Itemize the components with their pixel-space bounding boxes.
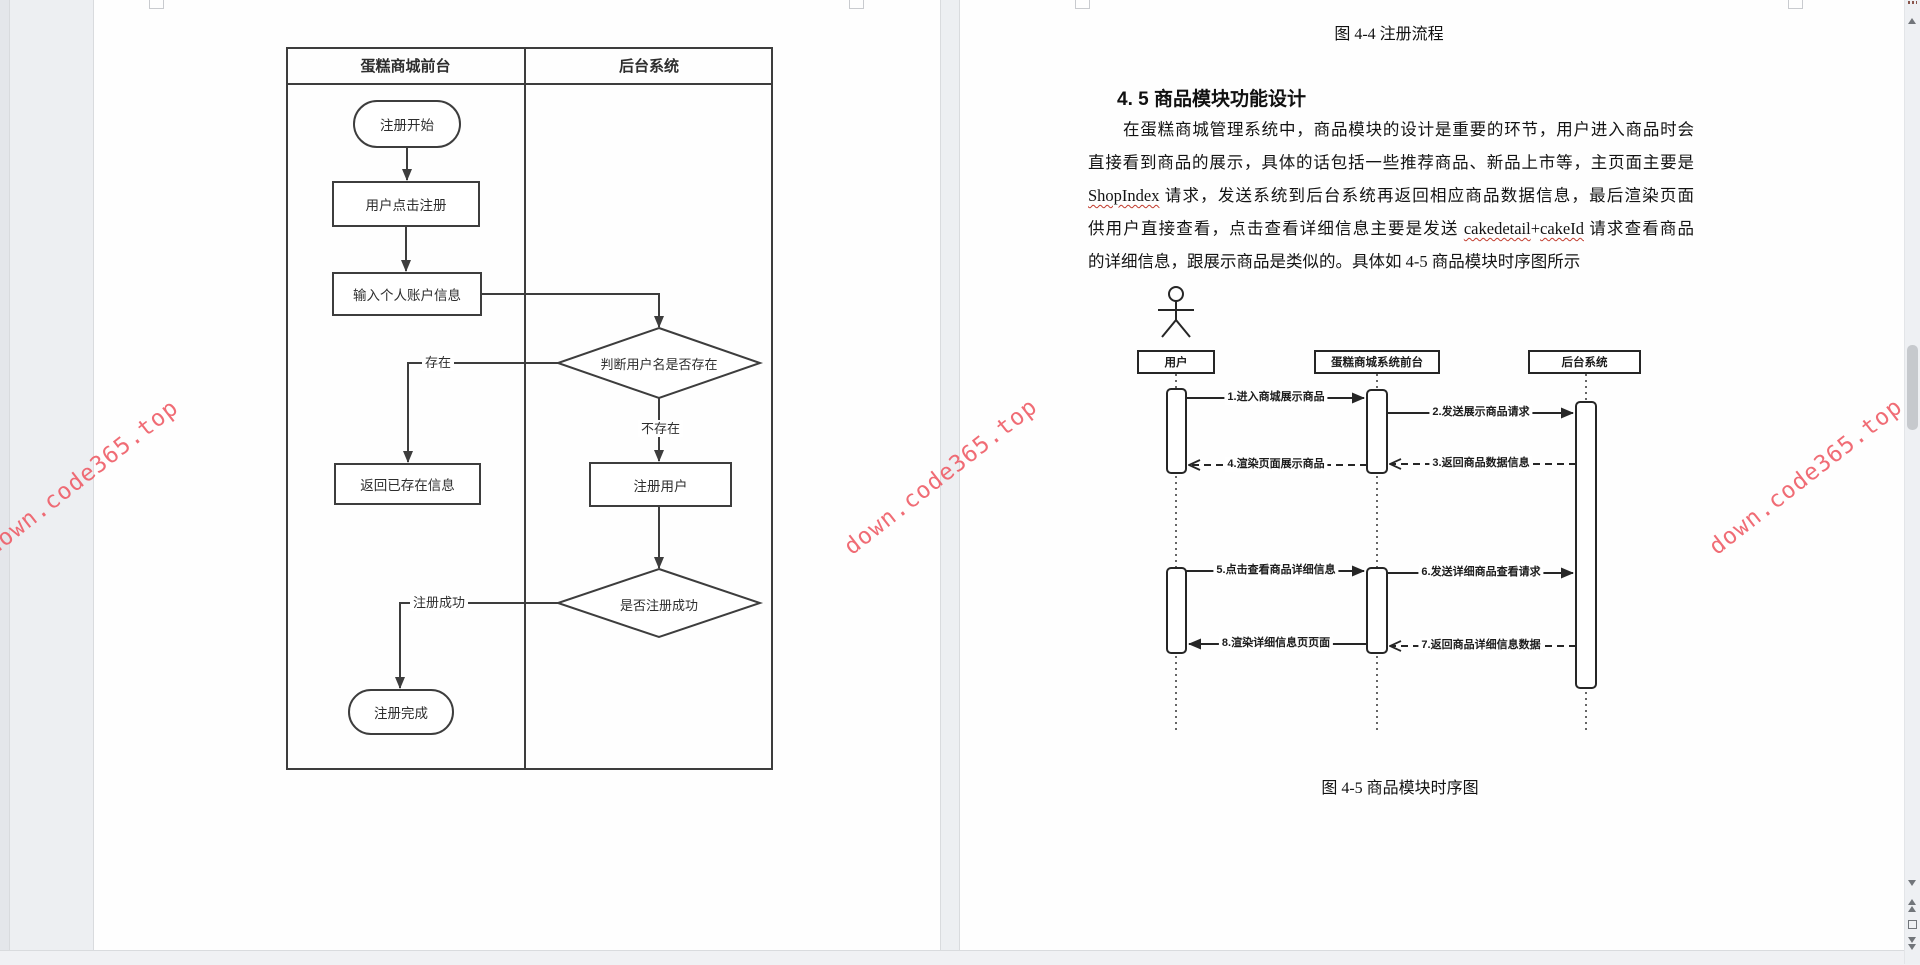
figure-4-5-caption: 图 4-5 商品模块时序图 (1321, 780, 1479, 797)
seq-message-7: 7.返回商品详细信息数据 (1418, 638, 1544, 653)
document-page-2: 图 4-4 注册流程 4. 5 商品模块功能设计 在蛋糕商城管理系统中，商品模块… (959, 0, 1907, 950)
lane-header-frontend: 蛋糕商城前台 (360, 58, 451, 75)
paragraph-line: 供用户直接查看，点击查看详细信息主要是发送 cakedetail+cakeId … (1088, 219, 1694, 238)
flow-decision-username-label: 判断用户名是否存在 (600, 357, 718, 372)
flow-node-return-exists: 返回已存在信息 (334, 463, 481, 505)
margin-corner-mark (849, 0, 864, 9)
figure-4-4-caption: 图 4-4 注册流程 (1334, 26, 1444, 43)
scroll-up-arrow-icon[interactable] (1908, 18, 1916, 24)
select-browse-object-icon[interactable] (1908, 920, 1917, 929)
spellcheck-word: cakeId (1540, 219, 1584, 238)
seq-message-5: 5.点击查看商品详细信息 (1213, 563, 1339, 578)
sequence-diagram-graphics (1158, 286, 1597, 730)
scrollbar-thumb[interactable] (1907, 345, 1918, 430)
margin-corner-mark (1075, 0, 1090, 9)
next-page-icon[interactable] (1908, 944, 1916, 950)
actor-frontend: 蛋糕商城系统前台 (1314, 350, 1440, 374)
activation-bar (1366, 389, 1388, 474)
paragraph-line: 直接看到商品的展示，具体的话包括一些推荐商品、新品上市等，主页面主要是 (1088, 153, 1694, 172)
actor-backend: 后台系统 (1528, 350, 1641, 374)
margin-corner-mark (1788, 0, 1803, 9)
body-paragraph: 在蛋糕商城管理系统中，商品模块的设计是重要的环节，用户进入商品时会 直接看到商品… (1088, 113, 1694, 278)
paragraph-line: ShopIndex 请求，发送系统到后台系统再返回相应商品数据信息，最后渲染页面 (1088, 186, 1694, 205)
flow-decision-success-label: 是否注册成功 (619, 598, 699, 613)
activation-bar (1166, 567, 1187, 654)
seq-message-3: 3.返回商品数据信息 (1429, 456, 1533, 471)
spellcheck-word: cakedetail (1463, 219, 1531, 238)
seq-message-1: 1.进入商城展示商品 (1224, 390, 1328, 405)
seq-message-2: 2.发送展示商品请求 (1429, 405, 1533, 420)
vertical-scrollbar[interactable] (1904, 0, 1920, 964)
document-page-1: 蛋糕商城前台 后台系统 注册开始 用户点击注册 输入个人账户信息 判断用户名是否… (93, 0, 941, 950)
paragraph-line: 的详细信息，跟展示商品是类似的。具体如 4-5 商品模块时序图所示 (1088, 252, 1581, 271)
stick-figure-icon (1158, 286, 1194, 338)
previous-page-icon[interactable] (1908, 906, 1916, 912)
flow-branch-not-exists-label: 不存在 (638, 420, 684, 437)
registration-flowchart: 蛋糕商城前台 后台系统 注册开始 用户点击注册 输入个人账户信息 判断用户名是否… (286, 47, 773, 770)
activation-bar (1575, 401, 1597, 689)
flow-node-finish: 注册完成 (348, 689, 454, 735)
decision-diamond-success (554, 567, 764, 639)
seq-message-8: 8.渲染详细信息页页面 (1218, 636, 1334, 651)
app-left-edge (0, 0, 10, 964)
scroll-down-arrow-icon[interactable] (1908, 880, 1916, 886)
paragraph-line: 在蛋糕商城管理系统中，商品模块的设计是重要的环节，用户进入商品时会 (1123, 120, 1694, 139)
seq-message-6: 6.发送详细商品查看请求 (1418, 565, 1544, 580)
flow-node-start: 注册开始 (353, 100, 461, 148)
flow-node-input-info: 输入个人账户信息 (332, 272, 482, 316)
activation-bar (1366, 567, 1388, 654)
lane-header-backend: 后台系统 (618, 58, 679, 75)
actor-user: 用户 (1137, 350, 1215, 374)
section-heading-4-5: 4. 5 商品模块功能设计 (1117, 89, 1306, 110)
next-page-icon[interactable] (1908, 937, 1916, 943)
previous-page-icon[interactable] (1908, 899, 1916, 905)
seq-message-4: 4.渲染页面展示商品 (1224, 457, 1328, 472)
spellcheck-word: ShopIndex (1088, 186, 1160, 205)
activation-bar (1166, 388, 1187, 474)
flow-node-click-register: 用户点击注册 (332, 181, 480, 227)
flow-branch-exists-label: 存在 (422, 354, 455, 371)
decision-diamond-username (554, 326, 764, 400)
flow-branch-success-label: 注册成功 (410, 594, 469, 611)
margin-corner-mark (149, 0, 164, 9)
flowchart-connectors (286, 47, 773, 770)
flow-node-register-user: 注册用户 (589, 462, 732, 507)
split-handle-icon[interactable] (1908, 1, 1917, 4)
app-bottom-edge (0, 950, 1920, 965)
